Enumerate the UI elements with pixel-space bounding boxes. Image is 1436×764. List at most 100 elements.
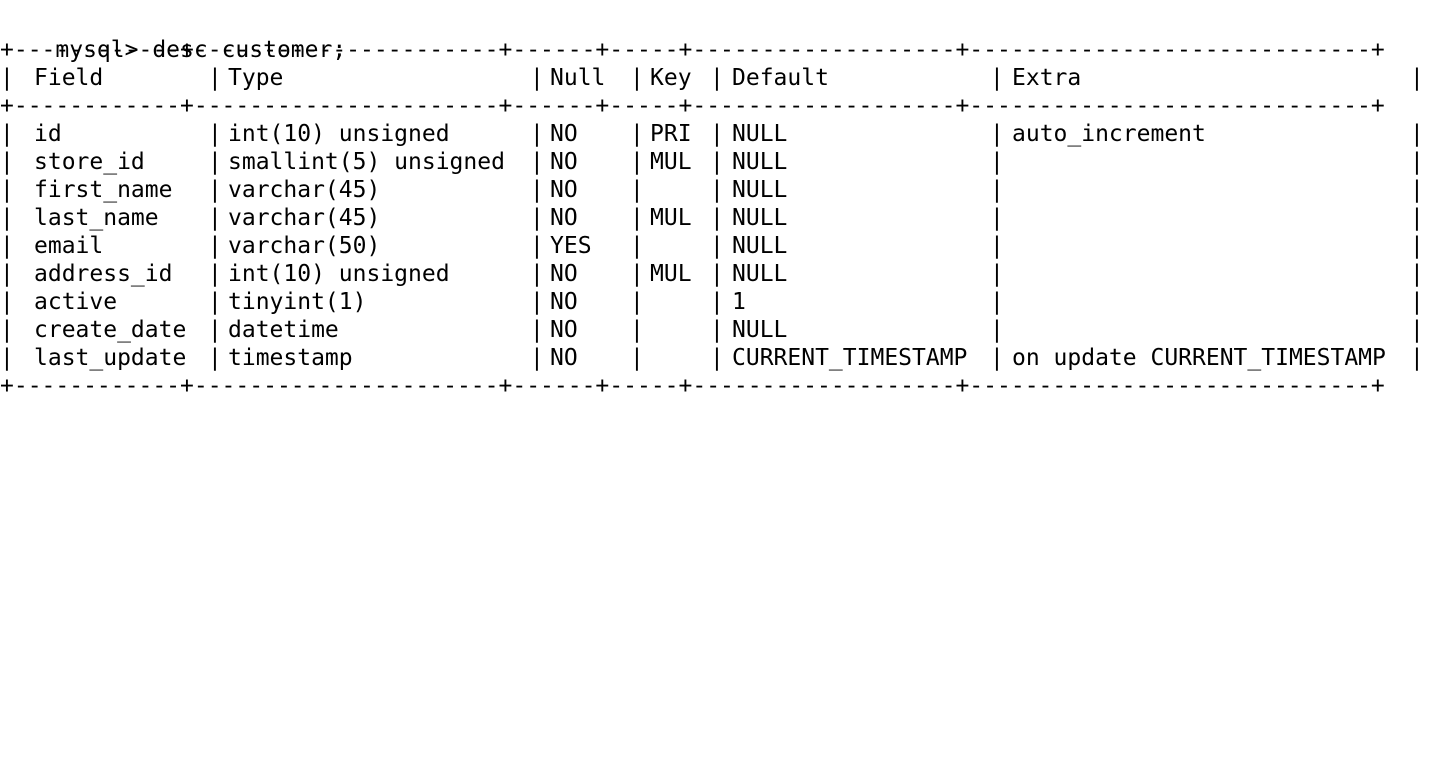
key-value: PRI [650,121,692,147]
type-name: varchar(50) [228,233,381,259]
header-sep-5: | [990,65,1004,91]
row-sep-6: | [1410,345,1424,371]
type-name: smallint(5) unsigned [228,149,505,175]
row-sep-6: | [1410,205,1424,231]
default-value: NULL [732,261,788,287]
default-value: NULL [732,177,788,203]
row-sep-5: | [990,121,1004,147]
null-value: NO [550,177,578,203]
type-name: tinyint(1) [228,289,367,315]
row-sep-4: | [710,233,724,259]
row-sep-4: | [710,317,724,343]
row-sep-1: | [208,233,222,259]
row-sep-5: | [990,233,1004,259]
type-name: int(10) unsigned [228,121,450,147]
table-row: | store_id | smallint(5) unsigned | NO |… [0,148,1436,176]
header-sep-6: | [1410,65,1424,91]
row-sep-2: | [530,205,544,231]
field-name: active [34,289,118,315]
header-field: Field [34,65,104,91]
type-name: int(10) unsigned [228,261,450,287]
row-sep-1: | [208,177,222,203]
type-name: datetime [228,317,339,343]
null-value: NO [550,261,578,287]
row-sep-3: | [630,289,644,315]
row-sep-6: | [1410,177,1424,203]
extra-value: on update CURRENT_TIMESTAMP [1012,345,1386,371]
field-name: last_update [34,345,187,371]
default-value: NULL [732,205,788,231]
row-sep-0: | [0,177,14,203]
null-value: NO [550,345,578,371]
row-sep-0: | [0,149,14,175]
null-value: NO [550,317,578,343]
row-sep-2: | [530,149,544,175]
default-value: CURRENT_TIMESTAMP [732,345,968,371]
default-value: NULL [732,149,788,175]
row-sep-1: | [208,317,222,343]
null-value: NO [550,289,578,315]
row-sep-2: | [530,345,544,371]
row-sep-0: | [0,233,14,259]
header-sep-0: | [0,65,14,91]
row-sep-1: | [208,205,222,231]
default-value: NULL [732,121,788,147]
table-row: | email | varchar(50) | YES | | NULL | | [0,232,1436,260]
header-type: Type [228,65,284,91]
field-name: last_name [34,205,159,231]
row-sep-4: | [710,149,724,175]
table-row: | first_name | varchar(45) | NO | | NULL… [0,176,1436,204]
extra-value: auto_increment [1012,121,1206,147]
null-value: NO [550,205,578,231]
row-sep-5: | [990,177,1004,203]
key-value: MUL [650,149,692,175]
table-row: | active | tinyint(1) | NO | | 1 | | [0,288,1436,316]
table-border-middle: +------------+----------------------+---… [0,93,1385,119]
header-extra: Extra [1012,65,1082,91]
null-value: NO [550,149,578,175]
default-value: 1 [732,289,746,315]
row-sep-3: | [630,261,644,287]
table-row: | id | int(10) unsigned | NO | PRI | NUL… [0,120,1436,148]
prompt: mysql> [55,37,153,63]
header-default: Default [732,65,829,91]
row-sep-5: | [990,345,1004,371]
row-sep-6: | [1410,317,1424,343]
row-sep-2: | [530,233,544,259]
row-sep-1: | [208,345,222,371]
row-sep-1: | [208,121,222,147]
row-sep-6: | [1410,233,1424,259]
row-sep-4: | [710,121,724,147]
row-sep-0: | [0,205,14,231]
null-value: NO [550,121,578,147]
terminal-window: mysql> desc customer; +------------+----… [0,8,1436,399]
field-name: create_date [34,317,187,343]
row-sep-2: | [530,317,544,343]
key-value: MUL [650,205,692,231]
row-sep-1: | [208,289,222,315]
row-sep-4: | [710,177,724,203]
row-sep-2: | [530,261,544,287]
row-sep-3: | [630,233,644,259]
row-sep-1: | [208,261,222,287]
row-sep-2: | [530,121,544,147]
row-sep-6: | [1410,261,1424,287]
type-name: timestamp [228,345,353,371]
header-null: Null [550,65,606,91]
row-sep-4: | [710,261,724,287]
row-sep-3: | [630,121,644,147]
row-sep-3: | [630,205,644,231]
row-sep-3: | [630,317,644,343]
table-border-top: +------------+----------------------+---… [0,37,1385,63]
table-row: | last_update | timestamp | NO | | CURRE… [0,344,1436,372]
header-sep-2: | [530,65,544,91]
row-sep-3: | [630,177,644,203]
row-sep-5: | [990,149,1004,175]
command-text: desc customer; [152,37,347,63]
command-line: mysql> desc customer; [0,8,346,63]
row-sep-0: | [0,121,14,147]
key-value: MUL [650,261,692,287]
table-row: | last_name | varchar(45) | NO | MUL | N… [0,204,1436,232]
row-sep-6: | [1410,121,1424,147]
type-name: varchar(45) [228,205,381,231]
